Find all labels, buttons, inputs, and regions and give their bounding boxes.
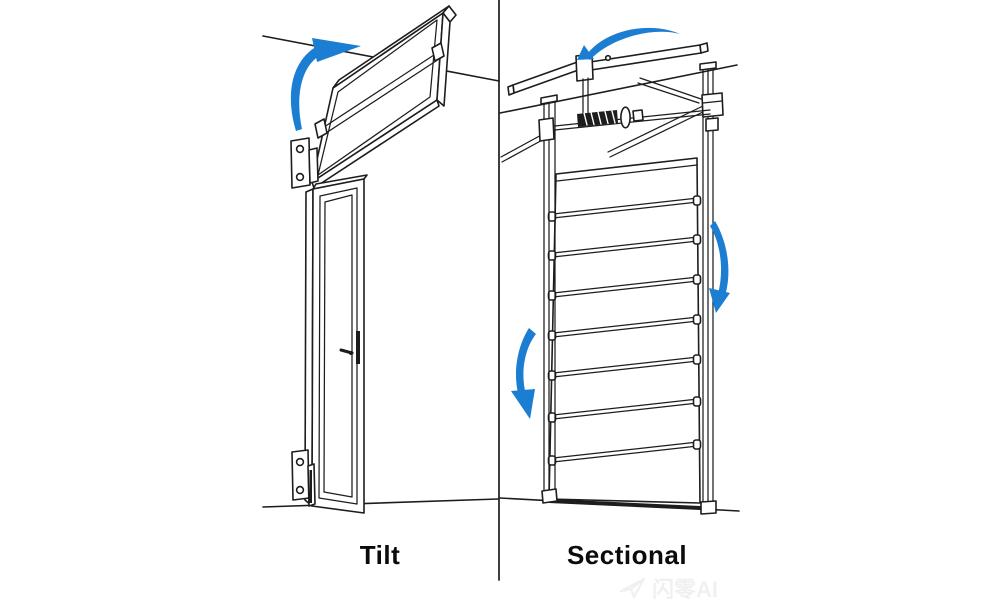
roller-hinge: [692, 314, 702, 325]
panel-seam: [547, 234, 702, 261]
door-bottom-seal: [547, 499, 702, 510]
paper-plane-icon: [620, 577, 646, 599]
junction-tab: [705, 117, 719, 132]
roller-hinge: [692, 439, 702, 450]
right-vertical-track: [699, 61, 724, 515]
panel-right-edge: [436, 12, 451, 107]
tilt-scene: [262, 5, 500, 514]
tilt-door-closed: [304, 174, 368, 514]
track-top-cap: [699, 61, 717, 71]
curved-arrow-down-right-icon: [709, 221, 730, 313]
overhead-track-assembly: [500, 42, 709, 163]
left-rail: [512, 59, 585, 94]
wall-ceiling-line: [499, 64, 738, 114]
seam-lines: [552, 236, 699, 258]
track-top-cap: [540, 94, 558, 105]
arrow-body: [290, 48, 319, 131]
bolt-hole: [295, 144, 305, 154]
sectional-door-face: [548, 157, 701, 504]
arrow-head: [709, 288, 730, 313]
door-inner-frame: [318, 187, 358, 505]
panel-rib-cap-left: [314, 118, 328, 139]
torsion-spring-assembly: [538, 106, 711, 142]
door-handle-pivot: [349, 351, 353, 355]
track-lines: [543, 97, 556, 499]
roller-hinge: [692, 274, 702, 285]
bottom-hinge-bracket: [291, 449, 316, 507]
track-foot: [700, 500, 717, 515]
roller-hinge: [692, 195, 702, 206]
shaft-bearing-plate: [538, 117, 555, 142]
panel-seam: [547, 354, 702, 381]
seam-lines: [552, 441, 699, 463]
panel-rib-cap-right: [431, 42, 445, 62]
diagonal-brace-left: [500, 132, 547, 163]
curved-arrow-up-icon: [290, 38, 361, 131]
track-lines: [702, 64, 714, 511]
arrow-body: [585, 27, 680, 60]
beam-end-cap: [699, 42, 709, 54]
arc-arrow-icon: [577, 27, 680, 60]
bracket-plate: [291, 449, 310, 501]
door-top-rail-line: [556, 164, 698, 182]
panel-seam: [547, 439, 702, 466]
bolt-hole: [295, 485, 305, 495]
panel-mid-rib: [320, 52, 440, 136]
arrow-head: [312, 38, 361, 62]
door-inner-panel: [323, 194, 353, 498]
watermark-text: 闪零AI: [652, 577, 719, 600]
left-rail-cap: [507, 84, 515, 96]
arrow-body: [710, 221, 729, 296]
beam-bolt: [604, 54, 612, 62]
seam-lines: [552, 276, 699, 298]
diagonal-brace-right: [607, 104, 708, 158]
diagonal-brace-rear: [637, 77, 702, 104]
watermark: 闪零AI: [620, 572, 718, 600]
winding-cone-disc: [620, 106, 631, 129]
sectional-label: Sectional: [566, 540, 688, 570]
wall-floor-line: [262, 498, 499, 508]
seam-lines: [552, 356, 699, 378]
hinge-pin: [309, 470, 312, 503]
junction-box-line: [702, 100, 723, 104]
bolt-hole: [295, 172, 305, 182]
top-hinge-bracket: [290, 137, 319, 189]
roller-hinge: [692, 354, 702, 365]
sectional-scene: [499, 27, 740, 515]
roller-hinge: [692, 396, 702, 407]
shaft-collar: [632, 109, 644, 122]
track-foot: [541, 488, 558, 504]
panel-inner-frame: [317, 19, 438, 176]
panel-seam: [547, 274, 702, 301]
seam-lines: [552, 197, 699, 219]
spring-coil-ribs: [583, 110, 616, 126]
tilt-panel-open: [311, 5, 457, 189]
bolt-hole: [295, 457, 305, 467]
panel-seams: [547, 195, 702, 466]
hinge-knuckle: [308, 147, 319, 184]
bracket-plate: [290, 137, 311, 189]
tilt-label: Tilt: [359, 540, 401, 570]
track-junction-box: [701, 92, 724, 118]
seam-lines: [552, 316, 699, 338]
arrow-head: [577, 45, 594, 60]
panel-face: [311, 12, 444, 183]
left-vertical-track: [540, 94, 558, 504]
roller-hinge: [692, 234, 702, 245]
door-lock-strip: [356, 331, 360, 364]
panel-bottom-edge: [311, 99, 440, 189]
arrow-body: [515, 328, 536, 397]
curved-arrow-down-left-icon: [511, 328, 536, 419]
arrow-head: [511, 389, 535, 419]
panel-seam: [547, 396, 702, 423]
seam-lines: [552, 398, 699, 420]
